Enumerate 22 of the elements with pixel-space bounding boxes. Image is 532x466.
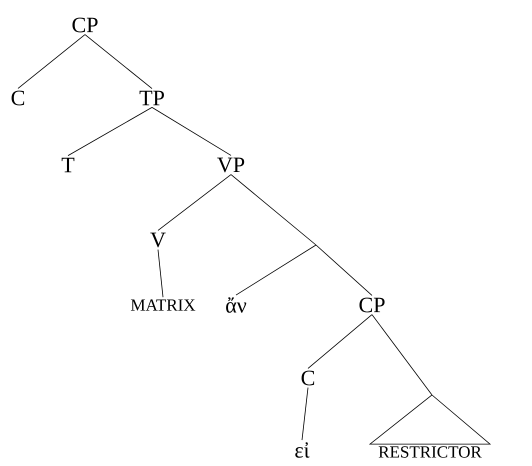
category-label: V — [150, 232, 166, 248]
branch-line — [158, 249, 164, 298]
branch-line — [68, 107, 152, 156]
category-label: C — [302, 370, 314, 386]
triangle-branch — [368, 314, 492, 444]
branch-line — [152, 107, 232, 156]
category-label: T — [62, 158, 74, 172]
branch-line — [230, 174, 372, 296]
leaf-label: RESTRICTOR — [378, 446, 482, 458]
branch-line — [18, 34, 86, 89]
category-label: ἄν — [226, 297, 246, 313]
branch-line — [158, 174, 232, 231]
category-label: C — [12, 90, 24, 106]
category-label: CP — [72, 18, 98, 32]
branch-line — [84, 34, 152, 89]
category-label: εἰ — [295, 442, 310, 458]
leaf-label: MATRIX — [130, 299, 196, 311]
category-label: VP — [217, 158, 244, 172]
branch-line — [302, 387, 308, 440]
category-label: TP — [140, 90, 164, 106]
branch-line — [308, 314, 372, 369]
category-label: CP — [359, 298, 385, 312]
